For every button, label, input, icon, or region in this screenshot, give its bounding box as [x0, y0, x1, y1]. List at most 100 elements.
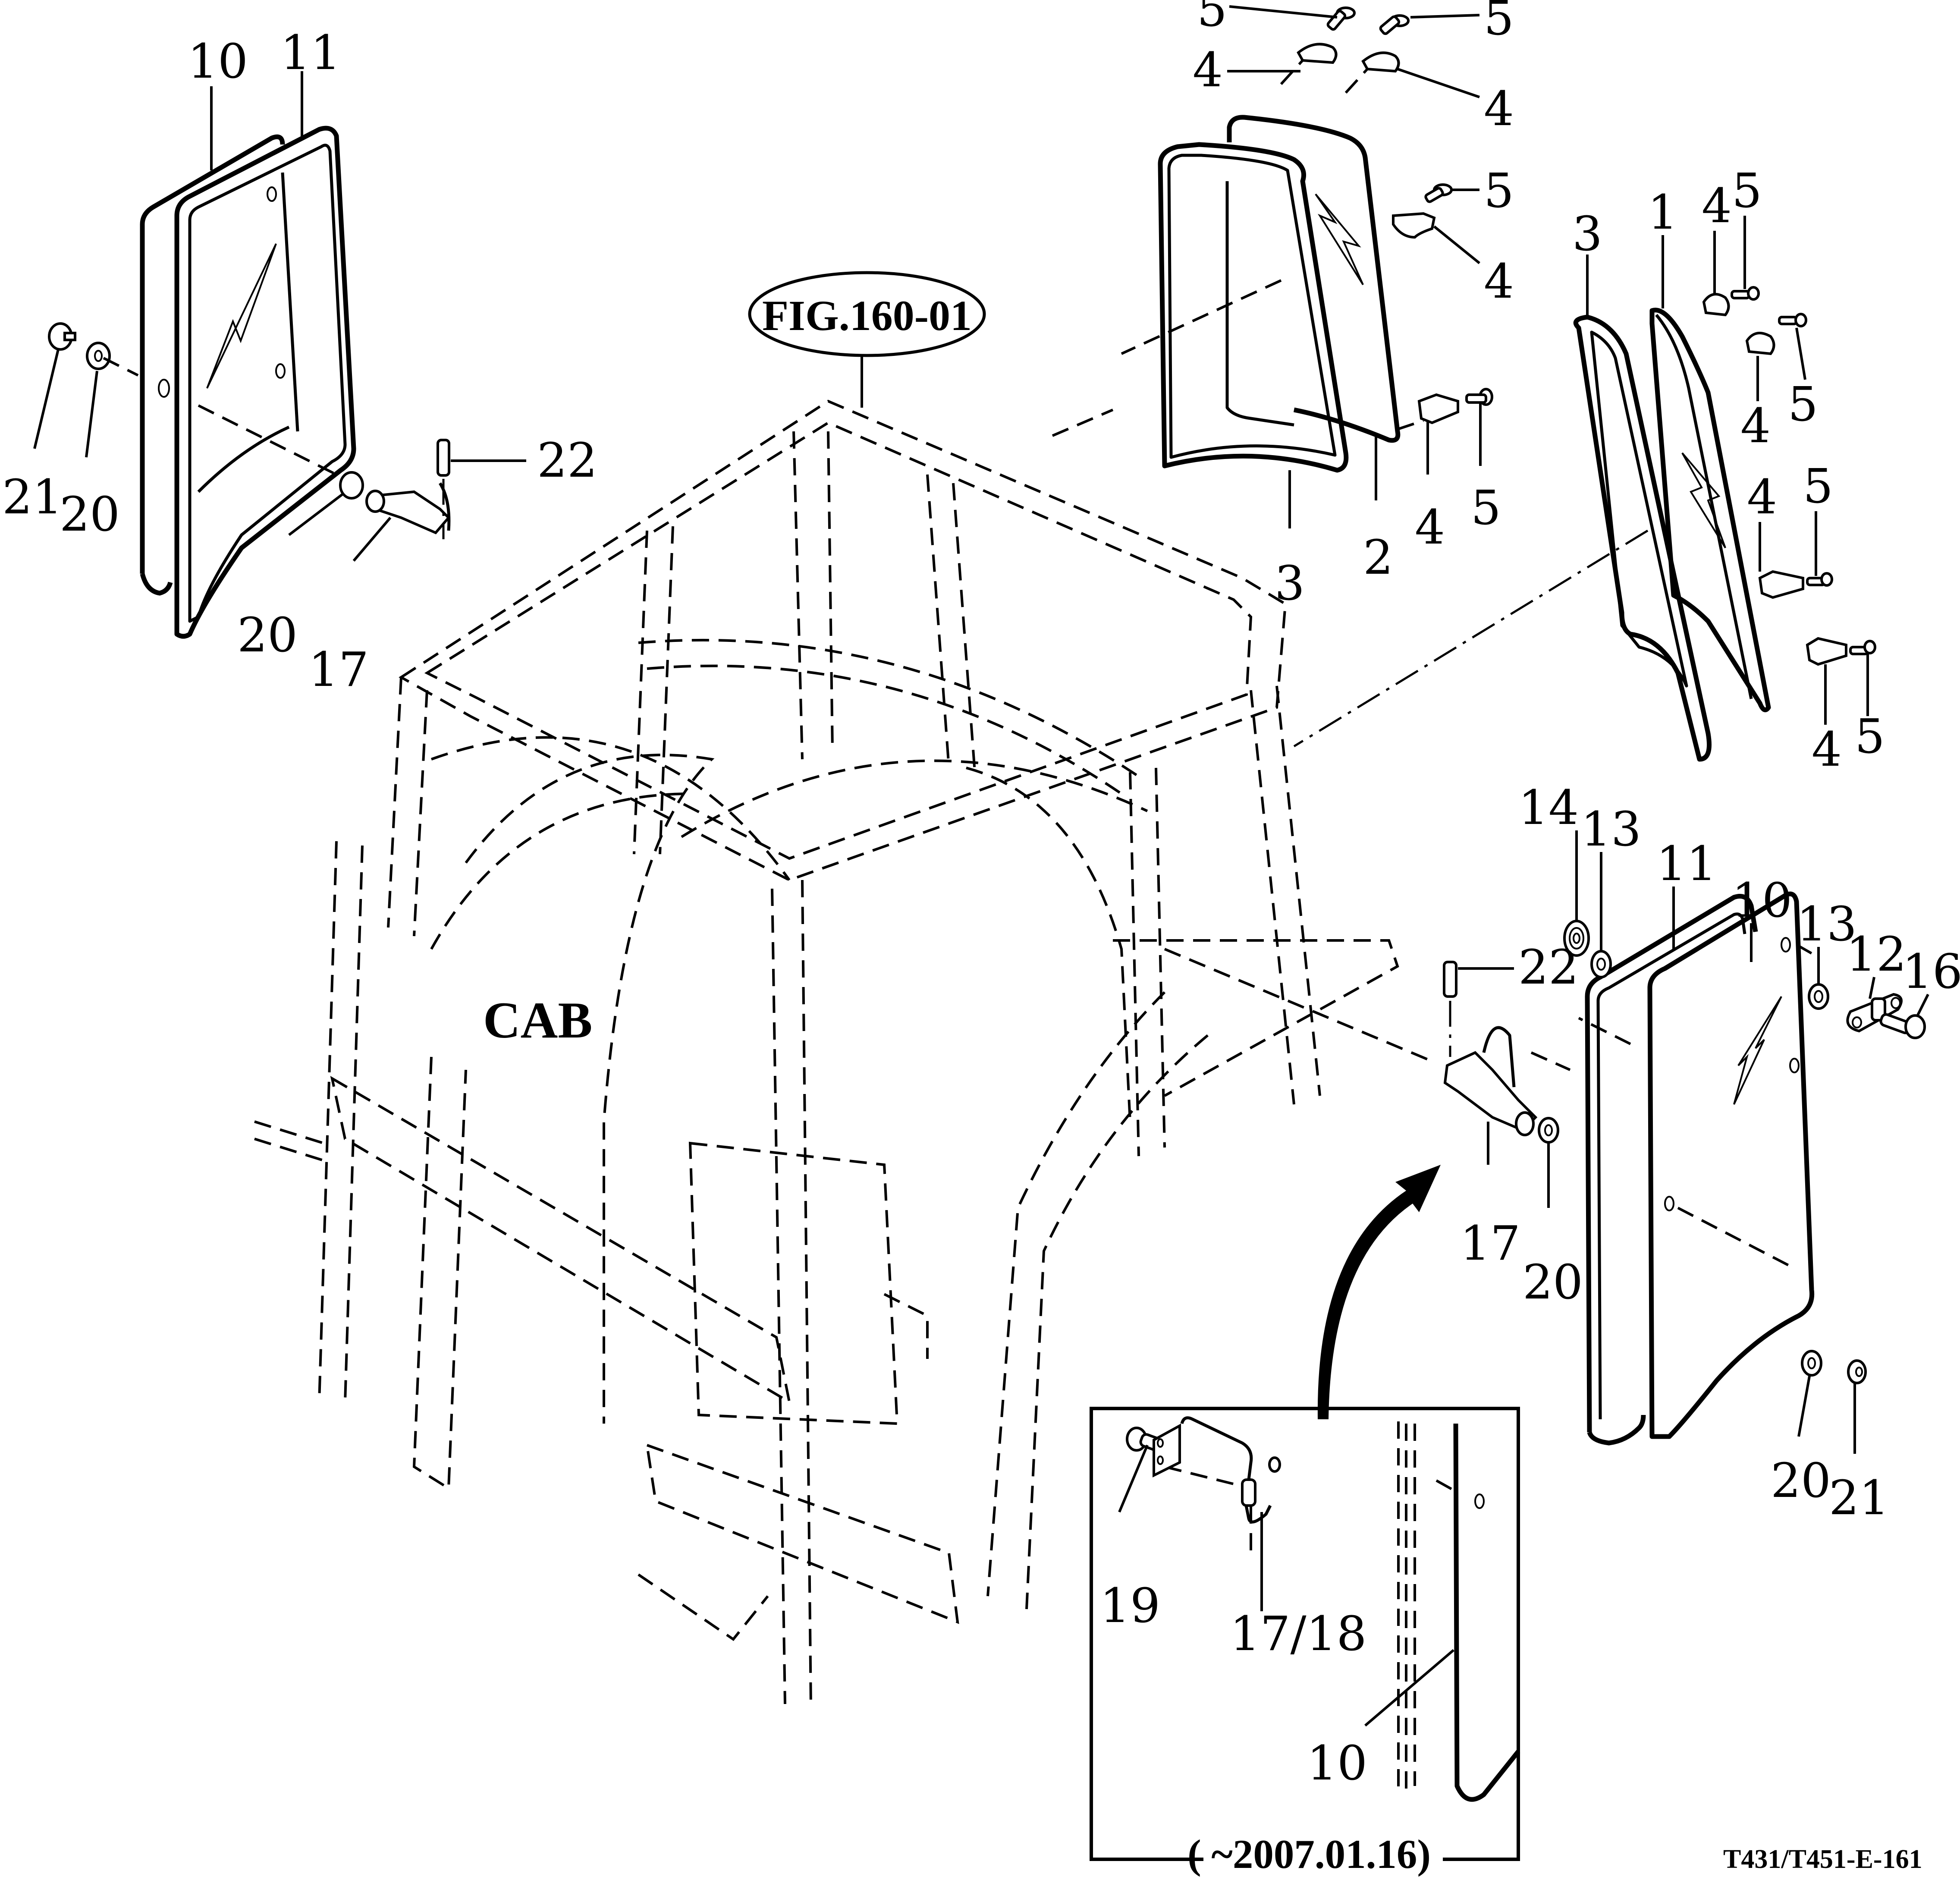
- rear-screw-5c[interactable]: [1424, 183, 1453, 203]
- callout-side-5b: 5: [1788, 377, 1818, 432]
- rear-bracket-4a[interactable]: [1297, 43, 1338, 64]
- right-grommet-14[interactable]: [1563, 920, 1590, 957]
- side-bracket-4c[interactable]: [1758, 570, 1804, 599]
- drawing-number: T431/T451-E-161: [1723, 1845, 1922, 1874]
- callout-right-17: 17: [1460, 1216, 1520, 1271]
- right-door-callouts: 14 13 11 10 13 12 16 22 17 20 20 21: [1458, 780, 1960, 1525]
- callout-side-1: 1: [1648, 185, 1678, 240]
- callout-right-14: 14: [1518, 780, 1579, 835]
- side-window-glass: [1649, 308, 1771, 712]
- left-door-glass: [140, 134, 285, 574]
- rear-bracket-4d[interactable]: [1417, 393, 1459, 424]
- right-washer-20b[interactable]: [1801, 1350, 1822, 1377]
- callout-side-3: 3: [1572, 206, 1602, 261]
- right-bolt-16[interactable]: [1879, 1013, 1926, 1039]
- callout-side-5d: 5: [1855, 709, 1885, 764]
- right-washer-13b[interactable]: [1808, 983, 1829, 1010]
- right-door-seal: [1585, 894, 1758, 1433]
- side-screw-5b[interactable]: [1778, 313, 1807, 327]
- left-hinge-17[interactable]: [365, 482, 451, 534]
- callout-left-17: 17: [308, 642, 369, 697]
- side-screw-5c[interactable]: [1806, 572, 1833, 587]
- callout-right-21: 21: [1829, 1470, 1889, 1525]
- callout-left-20b: 20: [237, 607, 298, 663]
- callout-right-12: 12: [1846, 927, 1907, 982]
- rear-screw-5a[interactable]: [1326, 6, 1356, 31]
- side-bracket-4d[interactable]: [1806, 637, 1847, 666]
- inset-detail: ( ~2007.01.16) 19 17/18 10: [1090, 1407, 1520, 1877]
- left-nut-21[interactable]: [48, 322, 76, 351]
- callout-side-4d: 4: [1812, 722, 1842, 777]
- rear-screw-5d[interactable]: [1465, 388, 1493, 406]
- side-screw-5d[interactable]: [1849, 640, 1876, 655]
- callout-side-4a: 4: [1702, 178, 1732, 233]
- rear-bracket-4c[interactable]: [1392, 212, 1436, 239]
- callout-right-13a: 13: [1581, 802, 1641, 857]
- callout-right-20a: 20: [1523, 1254, 1583, 1310]
- callout-rear-4c: 4: [1484, 254, 1514, 309]
- callout-side-4b: 4: [1740, 398, 1771, 453]
- lightning-glass-mark-icon: [206, 243, 277, 389]
- callout-rear-3: 3: [1275, 556, 1305, 611]
- fig-reference-callout[interactable]: FIG.160-01: [748, 271, 986, 408]
- callout-left-20a: 20: [60, 487, 120, 542]
- callout-rear-4d: 4: [1415, 500, 1445, 555]
- callout-right-20b: 20: [1771, 1453, 1831, 1508]
- callout-inset-10: 10: [1307, 1735, 1367, 1791]
- inset-hinge-17-18[interactable]: [1153, 1416, 1281, 1524]
- callout-rear-5c: 5: [1484, 163, 1514, 218]
- right-latch-12[interactable]: [1846, 993, 1903, 1033]
- callout-right-16: 16: [1902, 944, 1960, 999]
- rear-screw-5b[interactable]: [1379, 14, 1410, 35]
- callout-inset-17-18: 17/18: [1230, 1606, 1366, 1661]
- right-washer-20a[interactable]: [1538, 1117, 1559, 1144]
- left-door-callouts: 10 11 21 20 20 17 22: [2, 25, 597, 697]
- callout-rear-5a: 5: [1197, 0, 1227, 37]
- side-bracket-4a[interactable]: [1702, 293, 1730, 317]
- curved-arrow-icon: [1317, 1165, 1441, 1419]
- callout-inset-19: 19: [1100, 1578, 1160, 1633]
- callout-right-13b: 13: [1797, 896, 1857, 952]
- callout-side-5a: 5: [1732, 163, 1762, 218]
- left-door-seal: [174, 126, 356, 639]
- side-bracket-4b[interactable]: [1745, 332, 1775, 355]
- callout-left-21: 21: [2, 469, 63, 525]
- callout-right-10: 10: [1732, 873, 1792, 928]
- cab-frame: [254, 399, 1399, 1709]
- callout-rear-5b: 5: [1484, 0, 1514, 46]
- right-washer-13a[interactable]: [1590, 950, 1612, 978]
- rear-window-glass: [1227, 115, 1401, 443]
- rear-window-callouts: 5 4 5 4 5 4 4 5 3 2: [1193, 0, 1514, 611]
- fig-reference-text: FIG.160-01: [762, 292, 972, 340]
- callout-rear-2: 2: [1363, 530, 1393, 585]
- right-hinge-17[interactable]: [1443, 1026, 1538, 1136]
- callout-left-22: 22: [537, 433, 597, 488]
- left-washer-20b[interactable]: [339, 471, 364, 500]
- left-pin-22[interactable]: [437, 439, 450, 477]
- right-door-assembly: [1164, 891, 1926, 1446]
- callout-left-11: 11: [280, 25, 341, 80]
- callout-right-22: 22: [1518, 940, 1579, 995]
- lightning-glass-mark-icon-2: [1315, 193, 1364, 286]
- left-door-assembly: [48, 126, 451, 639]
- side-screw-5a[interactable]: [1731, 286, 1760, 301]
- right-pin-22[interactable]: [1443, 961, 1457, 998]
- lightning-glass-mark-icon-4: [1733, 996, 1782, 1105]
- lightning-glass-mark-icon-3: [1681, 452, 1726, 549]
- right-nut-21[interactable]: [1847, 1359, 1867, 1384]
- rear-window-assembly: [1052, 6, 1493, 473]
- left-washer-20a[interactable]: [86, 342, 111, 370]
- side-window-callouts: 3 1 4 5 4 5 4 5 4 5: [1572, 163, 1885, 777]
- inset-caption: ( ~2007.01.16): [1187, 1831, 1431, 1877]
- callout-rear-4a: 4: [1193, 42, 1223, 97]
- callout-rear-5d: 5: [1471, 480, 1501, 535]
- side-window-assembly: [1293, 286, 1876, 762]
- rear-window-seal: [1158, 142, 1349, 473]
- rear-bracket-4b[interactable]: [1361, 51, 1400, 73]
- cab-label: CAB: [483, 991, 592, 1049]
- right-door-glass: [1647, 891, 1815, 1439]
- callout-left-10: 10: [188, 34, 248, 89]
- callout-side-5c: 5: [1803, 459, 1833, 514]
- callout-rear-4b: 4: [1484, 81, 1514, 136]
